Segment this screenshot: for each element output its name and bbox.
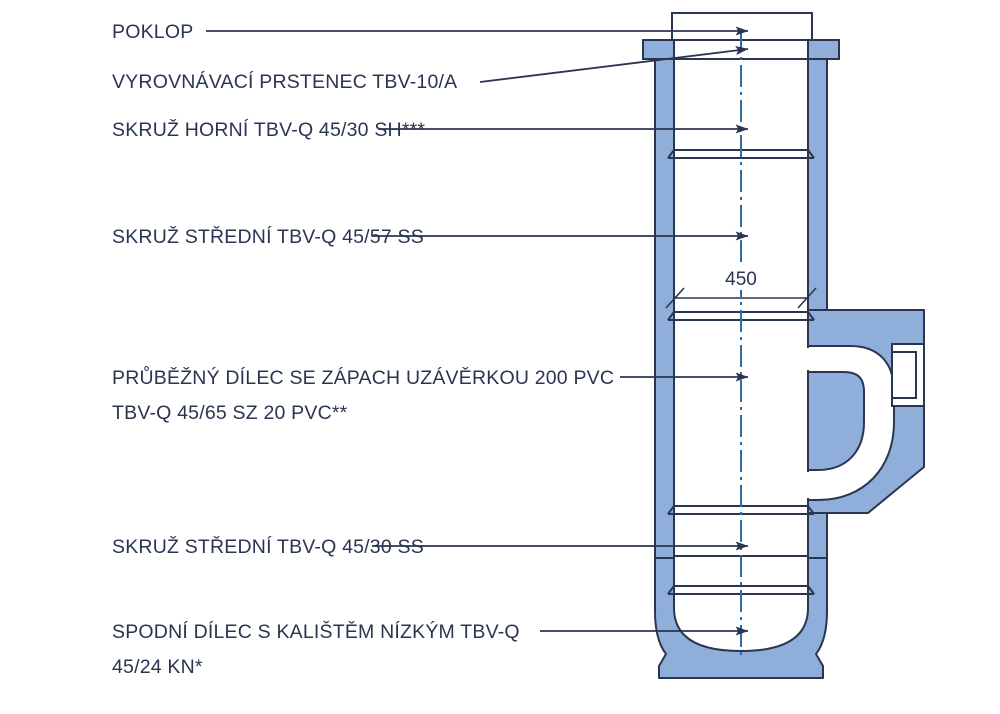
- shaft-left-wall: [654, 51, 675, 559]
- outlet-socket-inner: [891, 351, 917, 399]
- dimension-450-label: 450: [725, 269, 757, 290]
- leader-vyrovnavaci-prstenec: [479, 46, 749, 83]
- callout-spodni-dilec-line2: 45/24 KN*: [112, 656, 203, 678]
- shaft-right-wall-lower: [807, 507, 828, 559]
- leader-lines: [206, 26, 749, 636]
- callout-vyrovnavaci-prstenec: VYROVNÁVACÍ PRSTENEC TBV-10/A: [112, 70, 457, 93]
- callout-skruz-stredni-57: SKRUŽ STŘEDNÍ TBV-Q 45/57 SS: [112, 225, 424, 248]
- callout-labels: POKLOP VYROVNÁVACÍ PRSTENEC TBV-10/A SKR…: [112, 21, 614, 678]
- shaft-right-wall-upper: [807, 51, 828, 311]
- trap-shaft-connector: [806, 348, 811, 370]
- dimension-450: 450: [665, 266, 817, 309]
- trap-shaft-connector-lower: [806, 472, 811, 498]
- callout-prubezny-dilec-line1: PRŮBĚŽNÝ DÍLEC SE ZÁPACH UZÁVĚRKOU 200 P…: [112, 365, 614, 389]
- callout-poklop: POKLOP: [112, 21, 193, 43]
- callout-prubezny-dilec-line2: TBV-Q 45/65 SZ 20 PVC**: [112, 402, 348, 424]
- callout-spodni-dilec-line1: SPODNÍ DÍLEC S KALIŠTĚM NÍZKÝM TBV-Q: [112, 620, 520, 643]
- manhole-structure: [642, 12, 925, 679]
- callout-skruz-stredni-30: SKRUŽ STŘEDNÍ TBV-Q 45/30 SS: [112, 535, 424, 558]
- callout-skruz-horni: SKRUŽ HORNÍ TBV-Q 45/30 SH***: [112, 118, 425, 141]
